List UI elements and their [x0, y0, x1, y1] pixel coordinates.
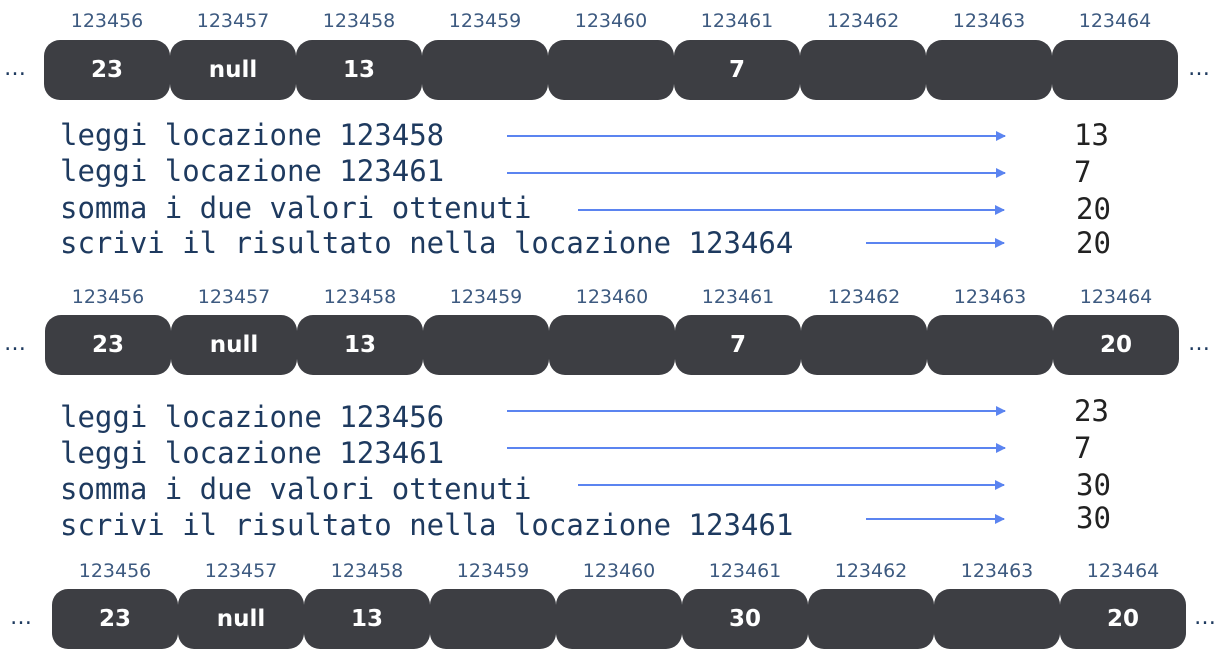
address-label: 123463 — [953, 286, 1027, 308]
instruction-line: leggi locazione 123458 — [60, 118, 445, 152]
memory-cell: 23 — [45, 315, 171, 375]
memory-cell: 20 — [1060, 589, 1186, 649]
memory-cell: 13 — [296, 40, 422, 100]
step-result: 30 — [1076, 468, 1111, 502]
address-label: 123464 — [1079, 286, 1153, 308]
memory-cell — [801, 315, 927, 375]
memory-cell — [548, 40, 674, 100]
memory-cell — [556, 589, 682, 649]
step-result: 20 — [1076, 192, 1111, 226]
step-result: 7 — [1074, 155, 1092, 189]
memory-cell — [423, 315, 549, 375]
memory-cell — [800, 40, 926, 100]
memory-cell — [926, 40, 1052, 100]
step-result: 13 — [1074, 118, 1109, 152]
instruction-line: somma i due valori ottenuti — [60, 472, 532, 506]
memory-row-ellipsis-right: … — [1194, 605, 1217, 630]
address-label: 123457 — [204, 560, 278, 582]
address-label: 123459 — [448, 10, 522, 32]
address-label: 123461 — [700, 10, 774, 32]
memory-cell: 13 — [304, 589, 430, 649]
address-label: 123459 — [449, 286, 523, 308]
address-label: 123458 — [322, 10, 396, 32]
address-label: 123458 — [323, 286, 397, 308]
address-label: 123463 — [960, 560, 1034, 582]
instruction-line: scrivi il risultato nella locazione 1234… — [60, 226, 794, 260]
memory-cell: 13 — [297, 315, 423, 375]
address-label: 123462 — [827, 286, 901, 308]
memory-cell — [927, 315, 1053, 375]
memory-cell: null — [170, 40, 296, 100]
step-result: 23 — [1074, 394, 1109, 428]
memory-cell: 23 — [44, 40, 170, 100]
memory-cell — [430, 589, 556, 649]
instruction-line: leggi locazione 123461 — [60, 436, 445, 470]
address-label: 123464 — [1086, 560, 1160, 582]
memory-cell: null — [178, 589, 304, 649]
address-label: 123456 — [71, 286, 145, 308]
memory-cell: 30 — [682, 589, 808, 649]
instruction-line: scrivi il risultato nella locazione 1234… — [60, 508, 794, 542]
memory-cell — [549, 315, 675, 375]
memory-cell: 7 — [675, 315, 801, 375]
address-label: 123462 — [834, 560, 908, 582]
address-label: 123463 — [952, 10, 1026, 32]
address-label: 123456 — [78, 560, 152, 582]
address-label: 123464 — [1078, 10, 1152, 32]
address-label: 123460 — [575, 286, 649, 308]
instruction-line: leggi locazione 123456 — [60, 400, 445, 434]
address-label: 123460 — [574, 10, 648, 32]
memory-row-ellipsis-right: … — [1188, 331, 1211, 356]
memory-cell — [422, 40, 548, 100]
address-label: 123461 — [708, 560, 782, 582]
memory-cell — [934, 589, 1060, 649]
address-label: 123460 — [582, 560, 656, 582]
memory-cell: null — [171, 315, 297, 375]
memory-cell: 20 — [1053, 315, 1179, 375]
address-label: 123457 — [197, 286, 271, 308]
instruction-line: leggi locazione 123461 — [60, 154, 445, 188]
memory-row-ellipsis-left: … — [4, 56, 27, 81]
address-label: 123461 — [701, 286, 775, 308]
step-result: 30 — [1076, 501, 1111, 535]
address-label: 123456 — [70, 10, 144, 32]
memory-row-ellipsis-left: … — [4, 331, 27, 356]
memory-row-ellipsis-left: … — [10, 605, 33, 630]
memory-cell: 7 — [674, 40, 800, 100]
address-label: 123458 — [330, 560, 404, 582]
address-label: 123459 — [456, 560, 530, 582]
address-label: 123457 — [196, 10, 270, 32]
step-result: 7 — [1074, 431, 1092, 465]
memory-cell — [1052, 40, 1178, 100]
memory-cell: 23 — [52, 589, 178, 649]
memory-row-ellipsis-right: … — [1188, 56, 1211, 81]
instruction-line: somma i due valori ottenuti — [60, 191, 532, 225]
memory-cell — [808, 589, 934, 649]
step-result: 20 — [1076, 226, 1111, 260]
address-label: 123462 — [826, 10, 900, 32]
